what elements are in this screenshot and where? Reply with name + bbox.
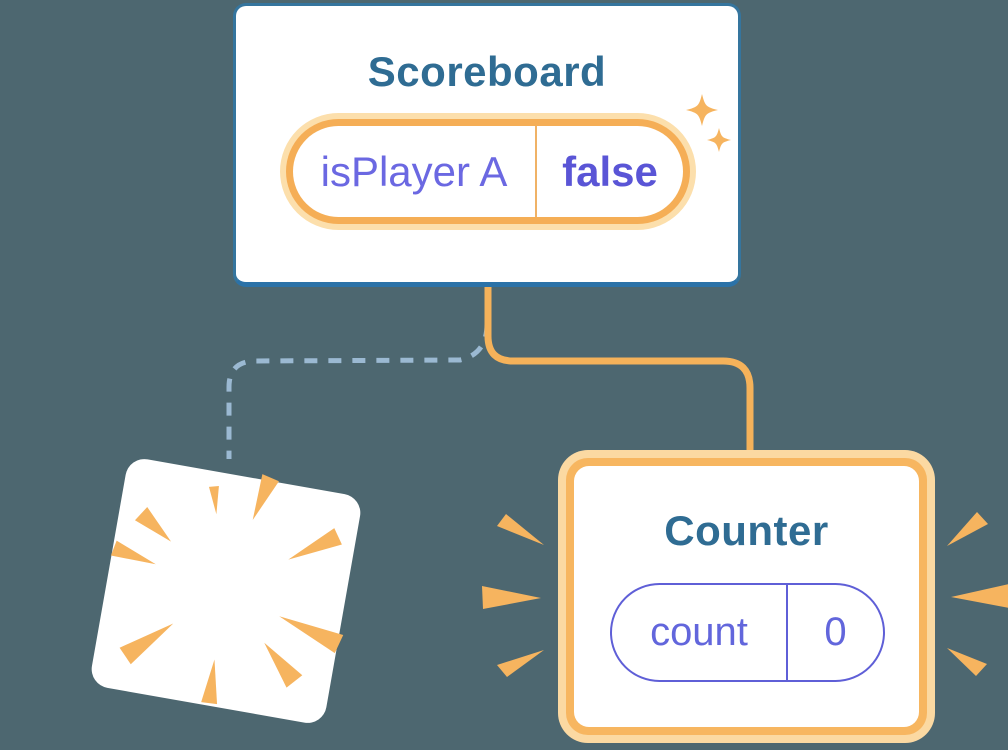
state-value-label: false (562, 147, 658, 195)
count-name-cell: count (612, 585, 788, 680)
count-name-label: count (650, 610, 748, 654)
solid-parent-child-connector (484, 279, 754, 457)
state-name-label: isPlayer A (320, 147, 508, 195)
emphasis-rays-left-icon (482, 514, 544, 677)
scoreboard-title: Scoreboard (367, 48, 607, 95)
count-value-cell: 0 (788, 585, 883, 680)
counter-state-pill: count 0 (610, 583, 885, 682)
emphasis-rays-right-icon (947, 512, 1008, 676)
destroyed-component-card (88, 456, 364, 726)
scoreboard-state-pill: isPlayer A false (280, 113, 696, 230)
count-value-label: 0 (824, 610, 847, 654)
state-value-cell: false (537, 126, 683, 217)
dashed-removed-connector (226, 323, 490, 459)
state-name-cell: isPlayer A (293, 126, 537, 217)
counter-title: Counter (664, 507, 829, 554)
state-pill-content: isPlayer A false (293, 126, 683, 217)
state-pill-border: isPlayer A false (286, 119, 690, 224)
